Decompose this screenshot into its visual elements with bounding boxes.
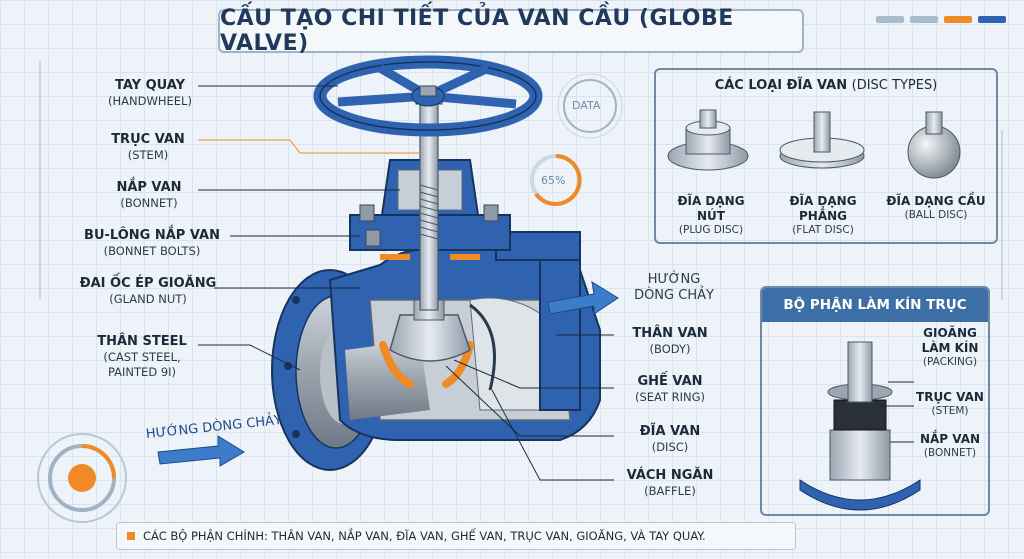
label-baffle: VÁCH NGĂN (BAFFLE) (626, 468, 714, 499)
flow-label-outlet: HƯỚNG DÒNG CHẢY (634, 272, 714, 304)
label-disc: ĐĨA VAN (DISC) (639, 424, 701, 455)
disc-types-panel: CÁC LOẠI ĐĨA VAN (DISC TYPES) (654, 68, 998, 244)
disc-type-flat: ĐĨA DẠNG PHẲNG (FLAT DISC) (789, 194, 857, 236)
label-stem: TRỤC VAN (STEM) (111, 132, 185, 163)
shaft-seal-title: BỘ PHẬN LÀM KÍN TRỤC (762, 288, 988, 322)
label-cast-steel-body: THÂN STEEL (CAST STEEL, PAINTED 9I) (97, 334, 187, 379)
disc-type-plug: ĐĨA DẠNG NÚT (PLUG DISC) (677, 194, 745, 236)
footer-bullet (127, 532, 135, 540)
disc-types-title: CÁC LOẠI ĐĨA VAN (DISC TYPES) (714, 78, 938, 93)
disc-type-icons (667, 109, 961, 179)
seal-label-packing: GIOĂNG LÀM KÍN (PACKING) (921, 326, 979, 368)
label-seat-ring: GHẾ VAN (SEAT RING) (634, 374, 706, 405)
shaft-seal-panel: BỘ PHẬN LÀM KÍN TRỤC (760, 286, 990, 516)
label-gland-nut: ĐAI ỐC ÉP GIOĂNG (GLAND NUT) (79, 276, 217, 307)
label-bonnet: NẮP VAN (BONNET) (116, 180, 182, 211)
footer-text: CÁC BỘ PHẬN CHÍNH: THÂN VAN, NẮP VAN, ĐĨ… (143, 529, 706, 543)
disc-type-ball: ĐĨA DẠNG CẦU (BALL DISC) (886, 194, 986, 221)
hud-data-label: DATA (572, 99, 601, 112)
hud-percent-label: 65% (541, 174, 566, 187)
title-box: CẤU TẠO CHI TIẾT CỦA VAN CẦU (GLOBE VALV… (218, 6, 804, 56)
footer-summary: CÁC BỘ PHẬN CHÍNH: THÂN VAN, NẮP VAN, ĐĨ… (116, 522, 796, 550)
leader-lines (198, 85, 614, 481)
page-title: CẤU TẠO CHI TIẾT CỦA VAN CẦU (GLOBE VALV… (220, 6, 734, 56)
bonnet-bolts (359, 204, 499, 247)
label-body: THÂN VAN (BODY) (632, 326, 708, 357)
stem (415, 89, 443, 311)
label-handwheel: TAY QUAY (HANDWHEEL) (108, 78, 192, 109)
handwheel (313, 55, 543, 137)
flow-arrows (157, 280, 619, 467)
seal-detail-illustration (799, 341, 921, 511)
label-bonnet-bolts: BU-LÔNG NẮP VAN (BONNET BOLTS) (84, 228, 220, 259)
seal-label-bonnet: NẮP VAN (BONNET) (919, 432, 981, 459)
top-accent-bars (876, 16, 1006, 23)
hud-decorations (37, 60, 1003, 523)
bonnet (349, 159, 511, 260)
seal-label-stem: TRỤC VAN (STEM) (916, 390, 984, 417)
